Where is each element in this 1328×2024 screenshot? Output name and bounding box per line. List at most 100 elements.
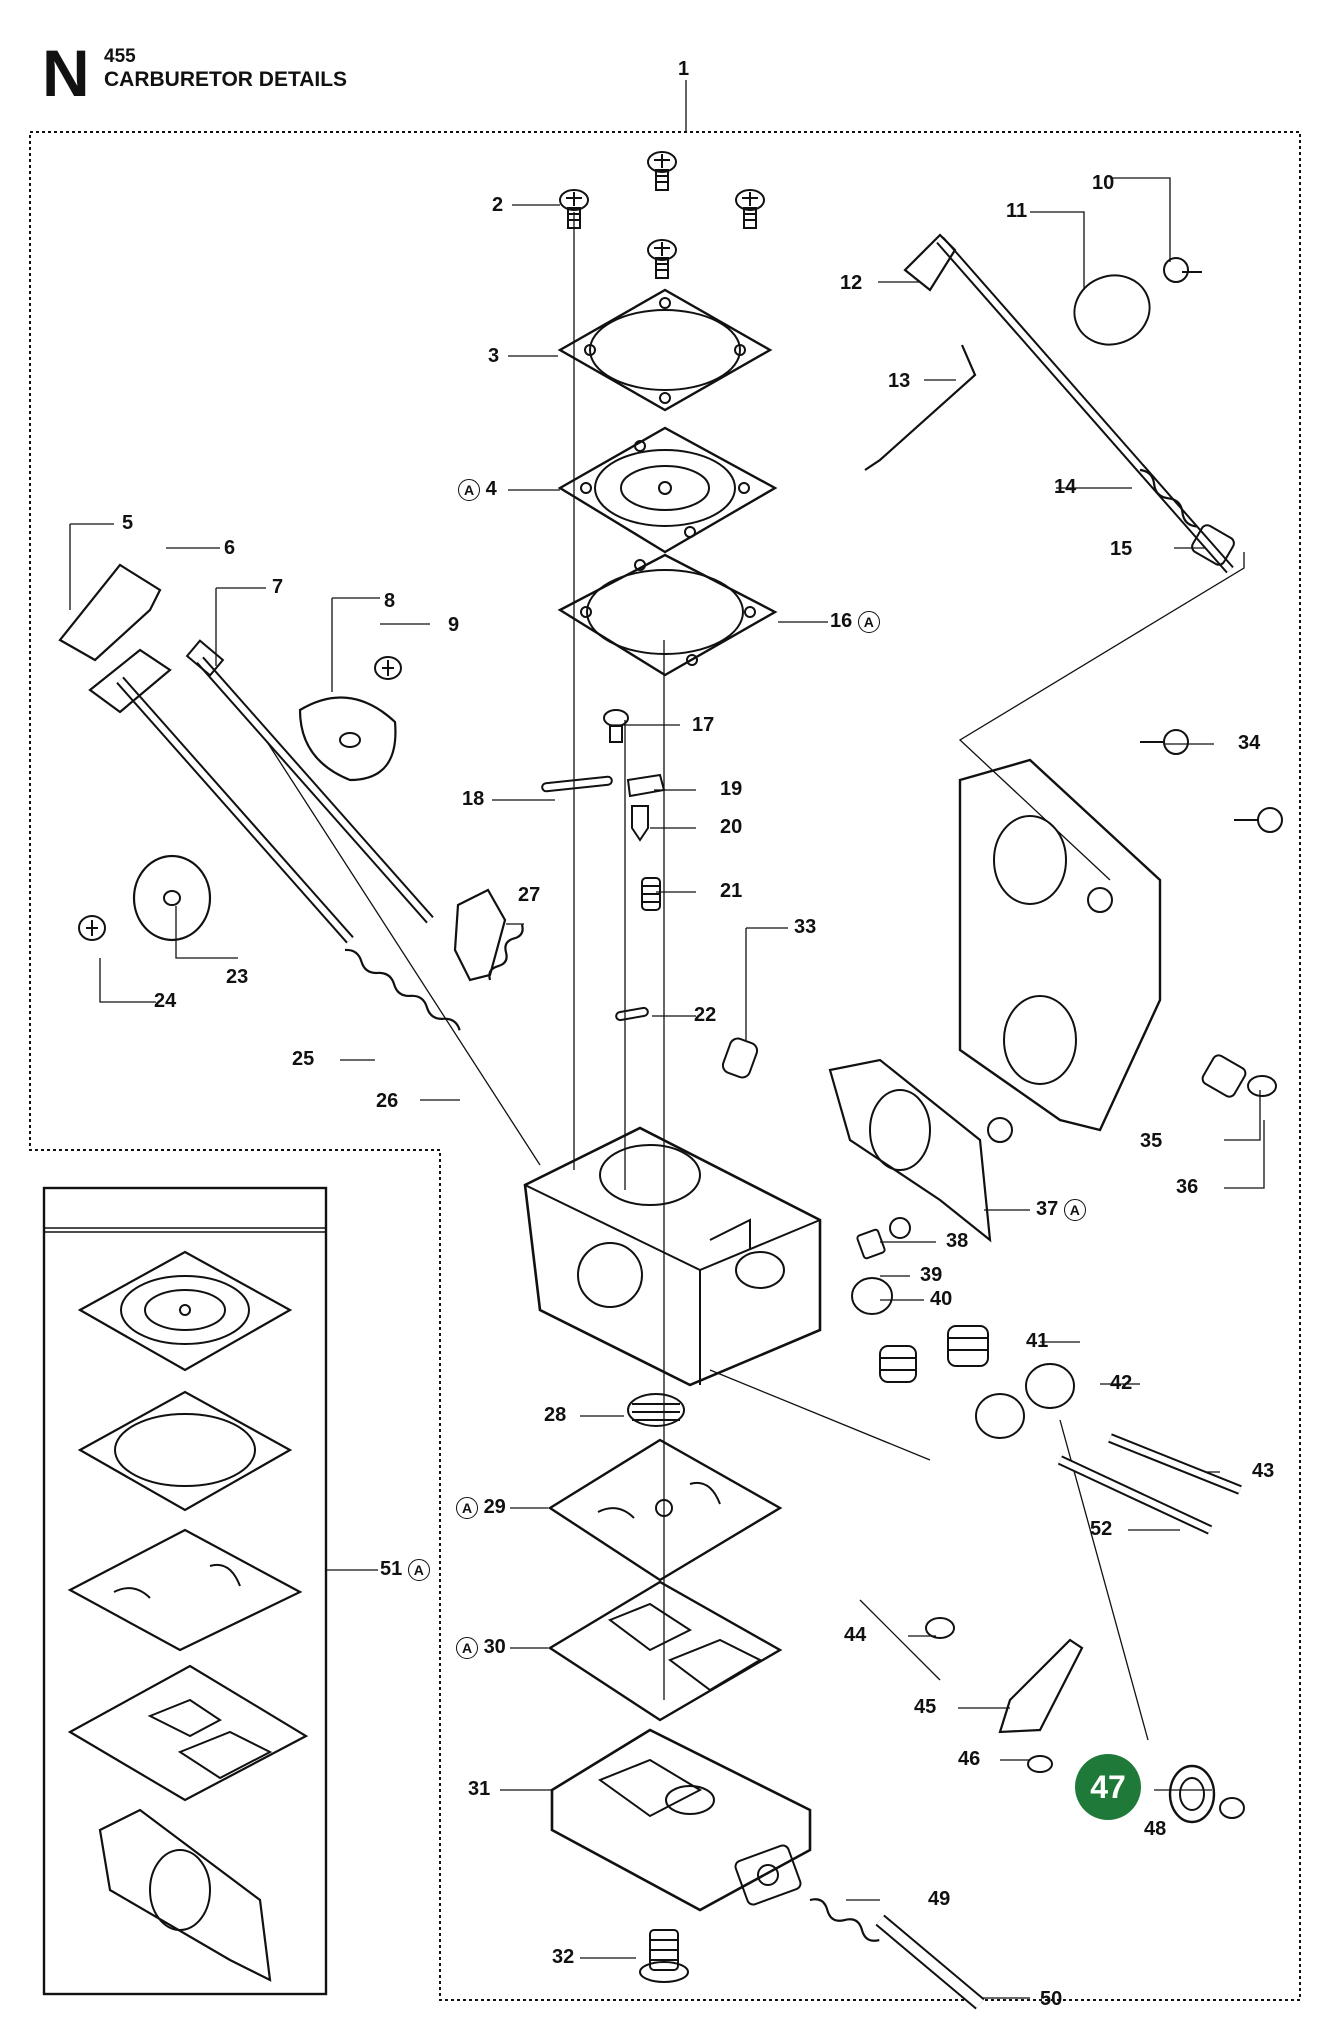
kit-diaphragm: [77, 1250, 293, 1372]
callout-35: 35: [1140, 1130, 1163, 1152]
bushing-35: [1201, 1054, 1247, 1098]
callout-45: 45: [914, 1696, 937, 1718]
callout-25: 25: [292, 1048, 315, 1070]
callout-15: 15: [1110, 538, 1133, 560]
callout-22: 22: [694, 1004, 717, 1026]
boss: [734, 1844, 802, 1906]
callout-36: 36: [1176, 1176, 1199, 1198]
kit-plate: [67, 1528, 303, 1652]
screw-17: [603, 709, 629, 743]
screw-24: [78, 915, 106, 941]
callout-24: 24: [154, 990, 177, 1012]
lever-19: [626, 773, 666, 798]
callout-2: 2: [492, 194, 504, 216]
spring-49: [809, 1898, 880, 1942]
callout-30: A 30: [456, 1636, 506, 1659]
callout-32: 32: [552, 1946, 575, 1968]
kit-flange-gasket: [98, 1808, 272, 1982]
kit-marker: A: [458, 478, 480, 501]
spring-14: [1139, 468, 1197, 528]
callout-11: 11: [1006, 200, 1028, 222]
lever-45: [998, 1638, 1084, 1734]
gasket-37: [828, 1058, 992, 1243]
spring-39: [856, 1228, 886, 1260]
callout-38: 38: [946, 1230, 969, 1252]
section-letter: N: [42, 36, 90, 110]
callout-3: 3: [488, 345, 500, 367]
callout-46: 46: [958, 1748, 981, 1770]
plate-29: [547, 1438, 783, 1582]
spring-21: [641, 877, 661, 911]
callout-5: 5: [122, 512, 134, 534]
callout-17: 17: [692, 714, 715, 736]
gasket-30: [547, 1580, 783, 1722]
callout-14: 14: [1054, 476, 1077, 498]
plug-33: [721, 1037, 759, 1079]
callout-21: 21: [720, 880, 743, 902]
callout-1: 1: [678, 58, 690, 80]
callout-26: 26: [376, 1090, 399, 1112]
choke-shaft-6: [88, 648, 354, 944]
callout-33: 33: [794, 916, 817, 938]
throttle-shaft-top: [903, 233, 1234, 574]
callout-13: 13: [888, 370, 911, 392]
spring-25: [344, 948, 461, 1031]
link-13: [864, 344, 977, 471]
callout-51: 51 A: [380, 1558, 430, 1581]
intake-flange: [958, 758, 1162, 1143]
kit-box: [42, 1186, 328, 1996]
callout-31: 31: [468, 1778, 491, 1800]
callout-6: 6: [224, 537, 236, 559]
spring-27: [488, 924, 524, 981]
callout-34: 34: [1238, 732, 1261, 754]
kit-pump-gasket: [67, 1664, 309, 1802]
callout-20: 20: [720, 816, 743, 838]
callout-12: 12: [840, 272, 863, 294]
gasket-16: [557, 553, 778, 677]
callout-47-highlight: 47: [1075, 1754, 1141, 1820]
needle-43: [1108, 1433, 1242, 1495]
model-number: 455: [104, 46, 136, 67]
callout-44: 44: [844, 1624, 867, 1646]
screw-34a: [1140, 729, 1189, 755]
ring-47: [1168, 1764, 1216, 1824]
valve-plate-23: [132, 854, 212, 942]
lever-26: [453, 888, 507, 982]
valve-plate-8: [298, 696, 397, 782]
callout-23: 23: [226, 966, 249, 988]
callout-28: 28: [544, 1404, 567, 1426]
callout-19: 19: [720, 778, 743, 800]
diaphragm-4: [557, 426, 778, 554]
callout-41: 41: [1026, 1330, 1049, 1352]
pin-18: [541, 775, 613, 793]
carburetor-body: [523, 1126, 822, 1387]
screws-top: [559, 151, 765, 279]
ball-38: [889, 1217, 911, 1239]
lever-5: [58, 563, 162, 662]
clip-44: [925, 1617, 955, 1639]
callout-40: 40: [930, 1288, 953, 1310]
callout-49: 49: [928, 1888, 951, 1910]
screw-9: [374, 656, 402, 680]
callout-18: 18: [462, 788, 485, 810]
callout-4: A 4: [458, 478, 497, 501]
callout-42: 42: [1110, 1372, 1133, 1394]
callout-37: 37 A: [1036, 1198, 1086, 1221]
pump-cover-3: [557, 288, 773, 412]
washer-36: [1247, 1075, 1277, 1097]
page-title: CARBURETOR DETAILS: [104, 68, 348, 91]
screw-32: [639, 1929, 689, 1983]
screw-34b: [1234, 807, 1283, 833]
spring-41b: [879, 1345, 917, 1383]
callout-48: 48: [1144, 1818, 1167, 1840]
needle-50: [875, 1914, 985, 2010]
callout-27: 27: [518, 884, 541, 906]
needle-52: [1057, 1455, 1213, 1535]
bushing-42b: [975, 1393, 1025, 1439]
valve-plate-11: [1073, 274, 1151, 346]
callout-43: 43: [1252, 1460, 1275, 1482]
pin-22: [615, 1006, 649, 1022]
callout-10: 10: [1092, 172, 1115, 194]
needle-20: [631, 805, 649, 842]
